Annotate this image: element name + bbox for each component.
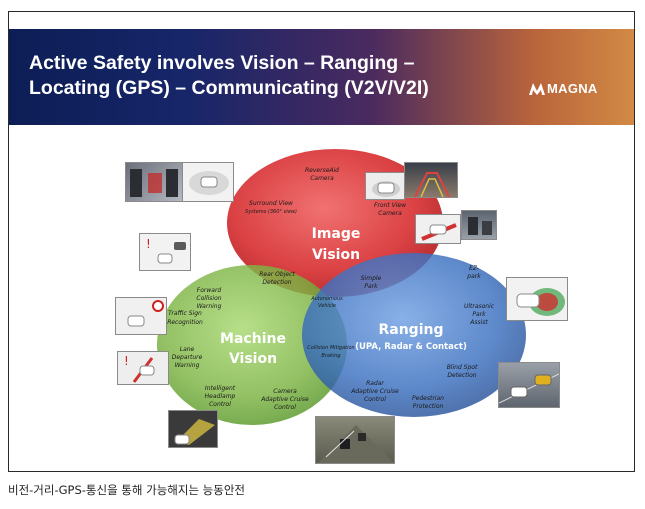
slide-title: Active Safety involves Vision – Ranging … [29,52,429,99]
reverse-car-photo [365,172,405,200]
machine-vision-circle [157,265,347,425]
ranging-circle [302,253,526,417]
magna-logo-text: MAGNA [547,81,598,96]
venn-diagram: Image Vision Machine Vision Ranging (UPA… [9,125,634,471]
front-view-camera-photo [461,210,497,240]
title-banner: Active Safety involves Vision – Ranging … [9,29,634,125]
reverse-camera-photo [404,162,458,198]
image-vision-label-2: Vision [312,247,360,263]
machine-vision-label-1: Machine [220,331,286,347]
feature-ez-park: EZ-park [466,265,481,280]
headlamp-photo [168,410,218,448]
svg-text:!: ! [146,237,151,251]
front-view-car-photo [415,214,461,244]
image-vision-label-1: Image [312,226,361,242]
surround-view-car-photo [182,162,234,202]
lane-departure-photo: ! [117,351,169,385]
ranging-label-2: (UPA, Radar & Contact) [355,342,467,352]
surround-view-photo [125,162,183,202]
magna-logo-icon [529,83,545,95]
magna-logo: MAGNA [529,81,598,96]
slide: Active Safety involves Vision – Ranging … [8,11,635,472]
traffic-sign-photo [115,297,167,335]
ranging-label-1: Ranging [378,322,443,338]
adaptive-cruise-photo [315,416,395,464]
blind-spot-photo [498,362,560,408]
forward-collision-photo: ! [139,233,191,271]
image-caption: 비전-거리-GPS-통신을 통해 가능해지는 능동안전 [8,483,245,497]
machine-vision-label-2: Vision [229,351,277,367]
svg-text:!: ! [124,354,129,368]
ultrasonic-park-photo [506,277,568,321]
